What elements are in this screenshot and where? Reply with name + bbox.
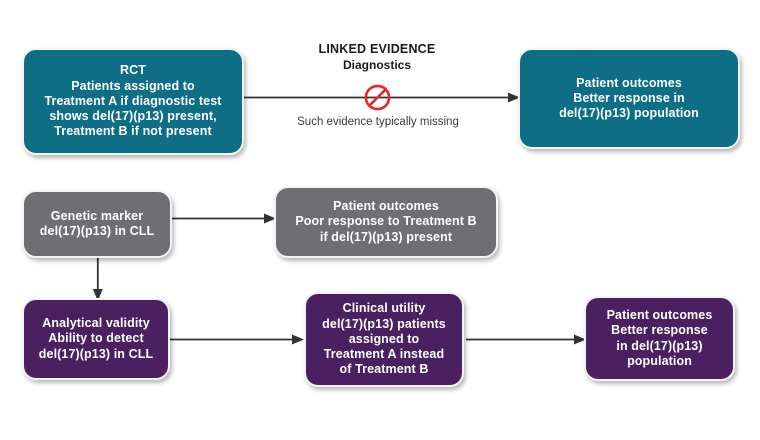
diagnostics-subheading: Diagnostics: [342, 58, 411, 72]
connector-clinical-utility-to-final-outcomes: [466, 334, 586, 345]
node-clinical-utility[interactable]: Clinical utility del(17)(p13) patients a…: [304, 292, 464, 387]
connector-marker-to-poor-response: [172, 213, 276, 224]
node-clinical-utility-label: Clinical utility del(17)(p13) patients a…: [322, 301, 446, 377]
linked-evidence-heading: LINKED EVIDENCE: [318, 42, 436, 56]
connector-marker-to-analytical-validity: [92, 254, 103, 301]
node-poor-response-outcomes[interactable]: Patient outcomes Poor response to Treatm…: [274, 186, 498, 258]
node-genetic-marker[interactable]: Genetic marker del(17)(p13) in CLL: [22, 190, 172, 258]
missing-evidence-note: Such evidence typically missing: [297, 116, 459, 128]
node-analytical-validity-label: Analytical validity Ability to detect de…: [38, 316, 154, 361]
connector-analytical-to-clinical-utility: [170, 334, 304, 345]
node-rct-label: RCT Patients assigned to Treatment A if …: [44, 63, 222, 139]
no-entry-icon: [364, 84, 391, 111]
node-analytical-validity[interactable]: Analytical validity Ability to detect de…: [22, 298, 170, 380]
connector-rct-to-outcomes: [242, 92, 520, 103]
node-genetic-marker-label: Genetic marker del(17)(p13) in CLL: [39, 208, 155, 238]
node-poor-response-outcomes-label: Patient outcomes Poor response to Treatm…: [295, 199, 477, 244]
node-rct[interactable]: RCT Patients assigned to Treatment A if …: [22, 48, 244, 155]
node-rct-outcomes[interactable]: Patient outcomes Better response in del(…: [518, 48, 740, 149]
node-rct-outcomes-label: Patient outcomes Better response in del(…: [559, 75, 699, 121]
node-final-outcomes-label: Patient outcomes Better response in del(…: [606, 308, 713, 368]
node-final-outcomes[interactable]: Patient outcomes Better response in del(…: [584, 296, 735, 381]
